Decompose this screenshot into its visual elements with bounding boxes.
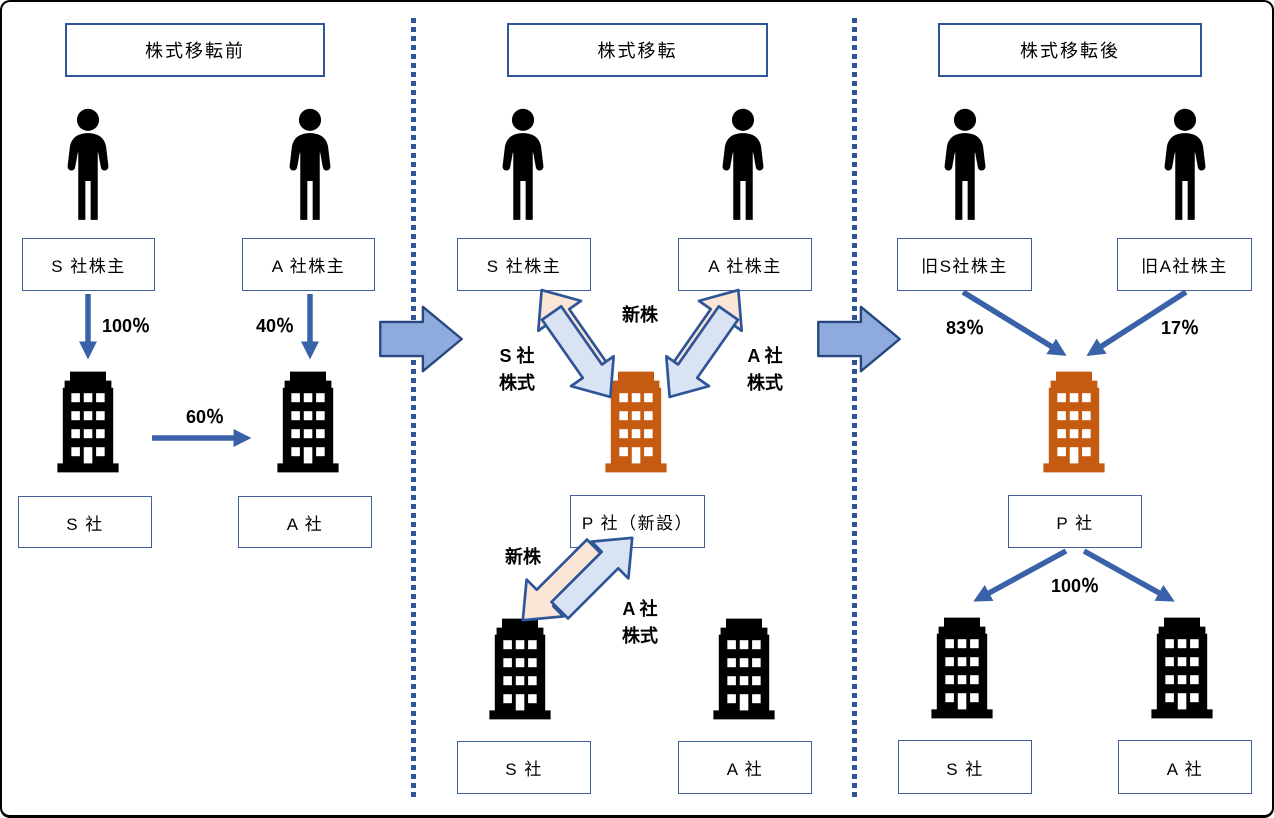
during-p-company-box: P 社（新設）	[570, 495, 705, 548]
person-icon	[1154, 104, 1216, 226]
before-s-shareholder-box: S 社株主	[22, 238, 155, 291]
after-old-a-shareholder-box: 旧A社株主	[1117, 238, 1252, 291]
person-icon	[712, 104, 774, 226]
during-a-shareholder-box: A 社株主	[678, 238, 812, 291]
label-a-shares-bottom: A 社 株式	[612, 596, 668, 650]
a-company-building-icon	[708, 613, 780, 725]
before-pct-40: 40％	[256, 316, 295, 336]
before-pct-60: 60％	[186, 407, 225, 427]
label-a-shares-bottom-line1: A 社	[622, 599, 658, 619]
after-a-company-box: A 社	[1118, 740, 1252, 794]
after-s-company-box: S 社	[898, 740, 1032, 794]
before-a-shareholder-box: A 社株主	[242, 238, 375, 291]
person-icon	[492, 104, 554, 226]
label-new-shares-top: 新株	[622, 305, 658, 325]
panel-after-title: 株式移転後	[938, 23, 1202, 77]
after-old-s-shareholder-box: 旧S社株主	[897, 238, 1032, 291]
label-a-shares-line2: 株式	[747, 373, 783, 393]
panel-before-title: 株式移転前	[65, 23, 325, 77]
a-company-building-icon	[272, 366, 344, 478]
person-icon	[934, 104, 996, 226]
panel-during-title: 株式移転	[507, 23, 768, 77]
divider-left	[411, 18, 416, 800]
after-pct-100: 100％	[1051, 576, 1100, 596]
before-a-company-box: A 社	[238, 496, 372, 548]
label-a-shares: A 社 株式	[737, 343, 793, 397]
label-s-shares-line2: 株式	[499, 373, 535, 393]
after-p-company-box: P 社	[1008, 495, 1142, 548]
person-icon	[279, 104, 341, 226]
person-icon	[57, 104, 119, 226]
a-company-building-icon	[1146, 612, 1218, 724]
during-a-company-box: A 社	[678, 741, 812, 794]
before-pct-100: 100％	[102, 316, 151, 336]
s-company-building-icon	[926, 612, 998, 724]
p-company-building-icon	[1038, 366, 1110, 478]
transition-arrow-1-icon	[377, 303, 465, 375]
transition-arrow-2-icon	[815, 303, 903, 375]
label-s-shares-line1: S 社	[499, 346, 535, 366]
divider-right	[852, 18, 857, 800]
before-s-company-box: S 社	[18, 496, 152, 548]
label-s-shares: S 社 株式	[489, 343, 545, 397]
label-a-shares-line1: A 社	[747, 346, 783, 366]
after-pct-83: 83％	[946, 318, 985, 338]
label-a-shares-bottom-line2: 株式	[622, 626, 658, 646]
s-company-building-icon	[52, 366, 124, 478]
label-new-shares-bottom: 新株	[505, 547, 541, 567]
after-pct-17: 17％	[1161, 318, 1200, 338]
during-s-company-box: S 社	[457, 741, 591, 794]
during-s-shareholder-box: S 社株主	[457, 238, 591, 291]
